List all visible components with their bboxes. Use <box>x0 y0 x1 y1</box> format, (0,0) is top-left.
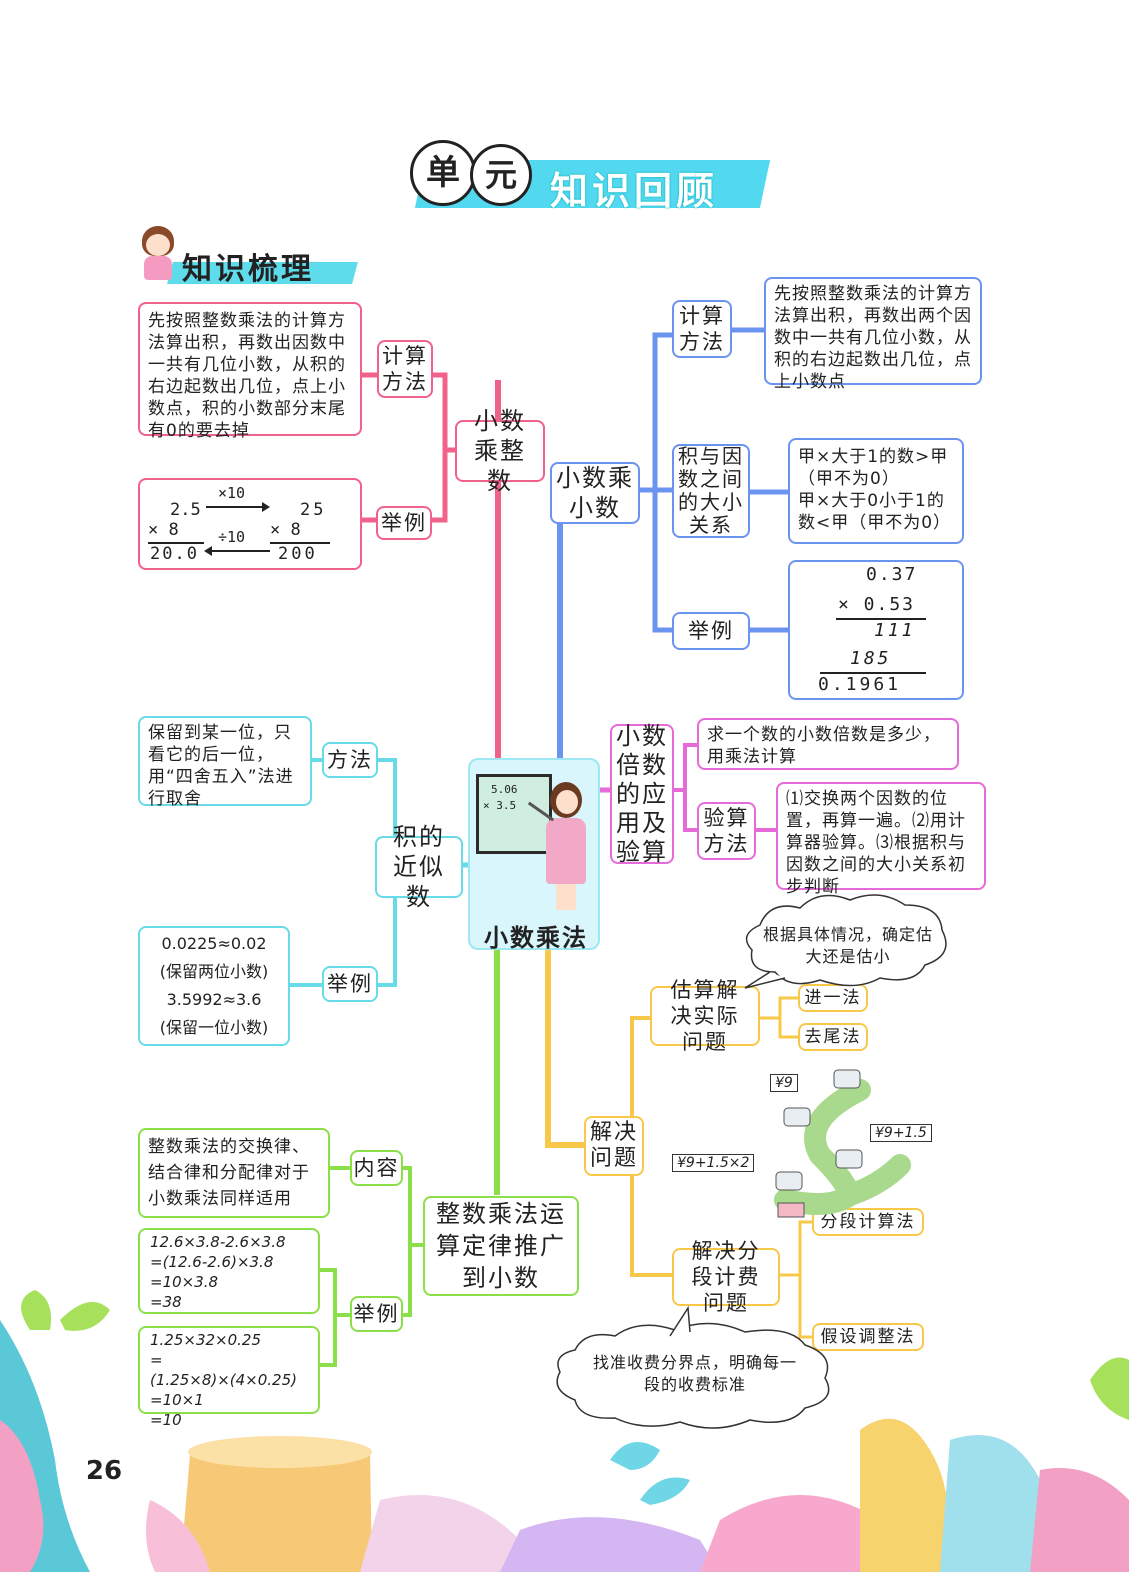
segment-cloud: 找准收费分界点，明确每一段的收费标准 <box>592 1353 797 1394</box>
law-example-label: 举例 <box>350 1296 403 1332</box>
law-ex1-line3: =10×3.8 <box>150 1273 219 1291</box>
down-method-label: 去尾法 <box>798 1023 868 1051</box>
int-method-label: 计算方法 <box>377 340 433 398</box>
law-ex1-line2: =(12.6-2.6)×3.8 <box>150 1253 274 1271</box>
law-ex2-line2: =(1.25×8)×(4×0.25) <box>150 1351 297 1389</box>
approx-ex3: 3.5992≈3.6 <box>166 990 262 1009</box>
approx-ex2: (保留两位小数) <box>159 962 269 981</box>
dec-example-label: 举例 <box>672 612 750 650</box>
teacher-face-icon <box>556 790 578 814</box>
seg-method2-label: 假设调整法 <box>812 1323 924 1351</box>
road-icon <box>774 1069 911 1218</box>
dec-method-label: 计算方法 <box>672 300 732 358</box>
center-label: 小数乘法 <box>484 924 588 952</box>
law-content-text: 整数乘法的交换律、结合律和分配律对于小数乘法同样适用 <box>138 1128 330 1218</box>
chalkboard: 5.06 × 3.5 <box>476 774 552 854</box>
multiple-text: 求一个数的小数倍数是多少，用乘法计算 <box>697 718 959 770</box>
int-ex-a3: 20.0 <box>150 544 199 564</box>
approx-example-box: 0.0225≈0.02 (保留两位小数) 3.5992≈3.6 (保留一位小数) <box>138 926 290 1046</box>
dec-example-box: 0.37 × 0.53 111 185 0.1961 <box>788 560 964 700</box>
dec-relation-line2: 甲×大于0小于1的数<甲（甲不为0） <box>798 491 952 533</box>
approx-method-label: 方法 <box>322 742 378 778</box>
law-branch-title: 整数乘法运算定律推广到小数 <box>423 1196 579 1296</box>
solve-branch-title: 解决问题 <box>584 1116 644 1176</box>
int-ex-b3: 200 <box>278 544 318 564</box>
dec-ex-rule1 <box>836 618 926 620</box>
dec-ex-rule2 <box>820 672 926 674</box>
banner-char-2: 元 <box>470 144 532 206</box>
arrow-left-icon <box>208 550 270 552</box>
int-ex-a2: × 8 <box>148 520 179 540</box>
teacher-legs-icon <box>556 884 576 910</box>
arrow-right-head-icon <box>262 502 270 512</box>
page-number-badge <box>76 1452 130 1494</box>
dec-ex-line1: 0.37 <box>866 564 918 585</box>
page-number: 26 <box>85 1456 123 1486</box>
unit-banner: 单 元 知识回顾 <box>400 140 771 213</box>
law-ex1-line4: =38 <box>150 1293 182 1311</box>
law-ex2-line3: =10×1 <box>150 1391 204 1409</box>
banner-subtitle: 知识回顾 <box>550 169 719 213</box>
int-ex-b1: 25 <box>300 500 327 520</box>
int-ex-b-rule <box>270 542 330 544</box>
segment-label: 解决分段计费问题 <box>672 1239 780 1315</box>
approx-ex4: (保留一位小数) <box>159 1018 269 1037</box>
dec-relation-line1: 甲×大于1的数>甲（甲不为0） <box>798 447 949 489</box>
law-ex1-line1: 12.6×3.8-2.6×3.8 <box>150 1233 286 1251</box>
int-arrow-bottom-label: ÷10 <box>218 528 246 546</box>
board-line2: × 3.5 <box>483 799 517 812</box>
law-content-label: 内容 <box>350 1150 403 1186</box>
int-ex-a-rule <box>148 542 204 544</box>
int-ex-a1: 2.5 <box>170 500 201 520</box>
banner-char-1: 单 <box>410 140 476 206</box>
arrow-left-head-icon <box>204 546 212 556</box>
price-tag-1: ¥9 <box>770 1074 798 1092</box>
approx-method-text: 保留到某一位，只看它的后一位，用“四舍五入”法进行取舍 <box>138 716 312 809</box>
int-method-text: 先按照整数乘法的计算方法算出积，再数出因数中一共有几位小数，从积的右边起数出几位… <box>138 302 362 441</box>
estimate-label: 估算解决实际问题 <box>650 978 760 1054</box>
multiple-branch-title: 小数倍数的应用及验算 <box>610 722 674 866</box>
dec-relation-label: 积与因数之间的大小关系 <box>672 444 750 538</box>
approx-ex1: 0.0225≈0.02 <box>161 934 267 953</box>
estimate-cloud: 根据具体情况，确定估大还是估小 <box>762 925 933 966</box>
dec-method-text: 先按照整数乘法的计算方法算出积，再数出两个因数中一共有几位小数，从积的右边起数出… <box>764 277 982 392</box>
arrow-right-icon <box>206 506 268 508</box>
int-example-label: 举例 <box>376 506 432 540</box>
dec-branch-title: 小数乘小数 <box>550 462 640 524</box>
price-tag-2: ¥9+1.5 <box>870 1124 932 1142</box>
seg-method1-label: 分段计算法 <box>812 1208 924 1236</box>
int-example-box: 2.5 × 8 20.0 25 × 8 200 ×10 ÷10 <box>138 478 362 570</box>
dec-ex-line3: 111 <box>874 620 916 641</box>
int-branch-title: 小数乘整数 <box>455 407 545 495</box>
center-node: 5.06 × 3.5 小数乘法 <box>468 758 600 952</box>
law-ex2-line1: 1.25×32×0.25 <box>150 1331 262 1349</box>
teacher-body-icon <box>546 818 586 884</box>
law-example2-box: 1.25×32×0.25 =(1.25×8)×(4×0.25) =10×1 =1… <box>138 1326 320 1429</box>
law-ex2-line4: =10 <box>150 1411 182 1429</box>
dec-relation-text: 甲×大于1的数>甲（甲不为0） 甲×大于0小于1的数<甲（甲不为0） <box>788 438 964 544</box>
board-line1: 5.06 <box>491 783 518 796</box>
dec-ex-line2: × 0.53 <box>838 594 916 615</box>
up-method-label: 进一法 <box>798 984 868 1012</box>
check-method-text: ⑴交换两个因数的位置，再算一遍。⑵用计算器验算。⑶根据积与因数之间的大小关系初步… <box>776 782 986 897</box>
check-method-label: 验算方法 <box>697 802 756 860</box>
int-ex-b2: × 8 <box>270 520 301 540</box>
girl-avatar-icon <box>136 224 180 282</box>
dec-ex-line5: 0.1961 <box>818 674 902 695</box>
law-example1-box: 12.6×3.8-2.6×3.8 =(12.6-2.6)×3.8 =10×3.8… <box>138 1228 320 1314</box>
price-tag-3: ¥9+1.5×2 <box>672 1154 755 1172</box>
dec-ex-line4: 185 <box>850 648 892 669</box>
int-arrow-top-label: ×10 <box>218 484 246 502</box>
taxi-road-illustration: ¥9 ¥9+1.5 ¥9+1.5×2 <box>672 1060 950 1230</box>
approx-example-label: 举例 <box>322 966 378 1002</box>
section-title: 知识梳理 <box>182 252 314 287</box>
approx-branch-title: 积的近似数 <box>375 823 463 911</box>
